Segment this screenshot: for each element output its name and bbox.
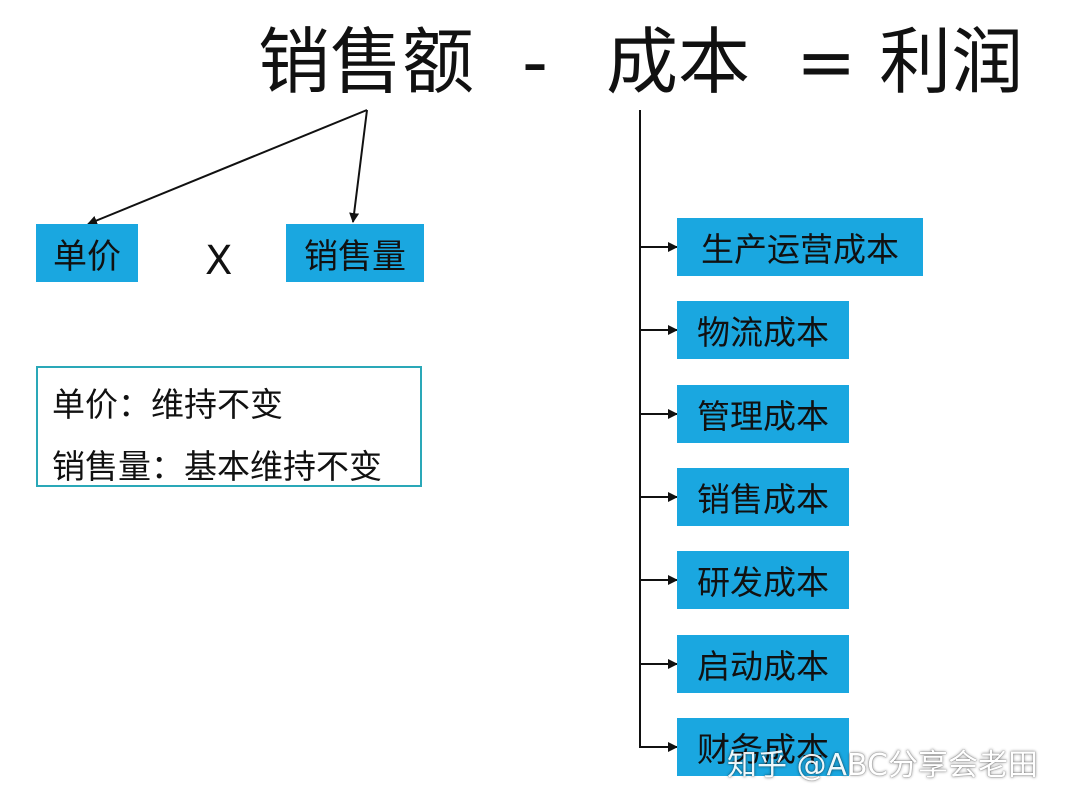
cost-item-label: 物流成本 — [697, 313, 829, 352]
unit-price-box: 单价 — [36, 224, 138, 282]
multiply-sign: X — [205, 238, 233, 284]
arrow-to-unit-price — [87, 109, 368, 226]
cost-item-finance: 财务成本 — [677, 718, 849, 776]
cost-item-label: 生产运营成本 — [701, 230, 899, 269]
assumption-note: 单价：维持不变 销售量：基本维持不变 — [36, 366, 422, 487]
watermark: 知乎 @ABC分享会老田 — [727, 748, 1039, 783]
cost-item-startup: 启动成本 — [677, 635, 849, 693]
cost-item-label: 销售成本 — [697, 480, 829, 519]
equation-minus: - — [522, 20, 548, 104]
unit-price-label: 单价 — [53, 236, 121, 277]
cost-item-label: 研发成本 — [697, 563, 829, 602]
cost-item-management: 管理成本 — [677, 385, 849, 443]
cost-branches — [640, 242, 678, 752]
cost-item-logistics: 物流成本 — [677, 301, 849, 359]
note-line-unit-price: 单价：维持不变 — [52, 385, 283, 424]
cost-item-label: 财务成本 — [697, 730, 829, 769]
equation-equals-profit: = 利润 — [796, 20, 1024, 104]
arrow-to-sales-volume — [349, 109, 368, 223]
sales-volume-box: 销售量 — [286, 224, 424, 282]
equation-cost: 成本 — [606, 20, 751, 104]
equation-sales: 销售额 — [258, 20, 475, 104]
equation: 销售额 - 成本 = 利润 — [0, 14, 1074, 110]
cost-item-rnd: 研发成本 — [677, 551, 849, 609]
cost-item-label: 启动成本 — [697, 647, 829, 686]
cost-item-label: 管理成本 — [697, 397, 829, 436]
cost-item-production: 生产运营成本 — [677, 218, 923, 276]
note-line-sales-volume: 销售量：基本维持不变 — [52, 447, 382, 486]
sales-volume-label: 销售量 — [304, 236, 406, 277]
cost-item-sales: 销售成本 — [677, 468, 849, 526]
